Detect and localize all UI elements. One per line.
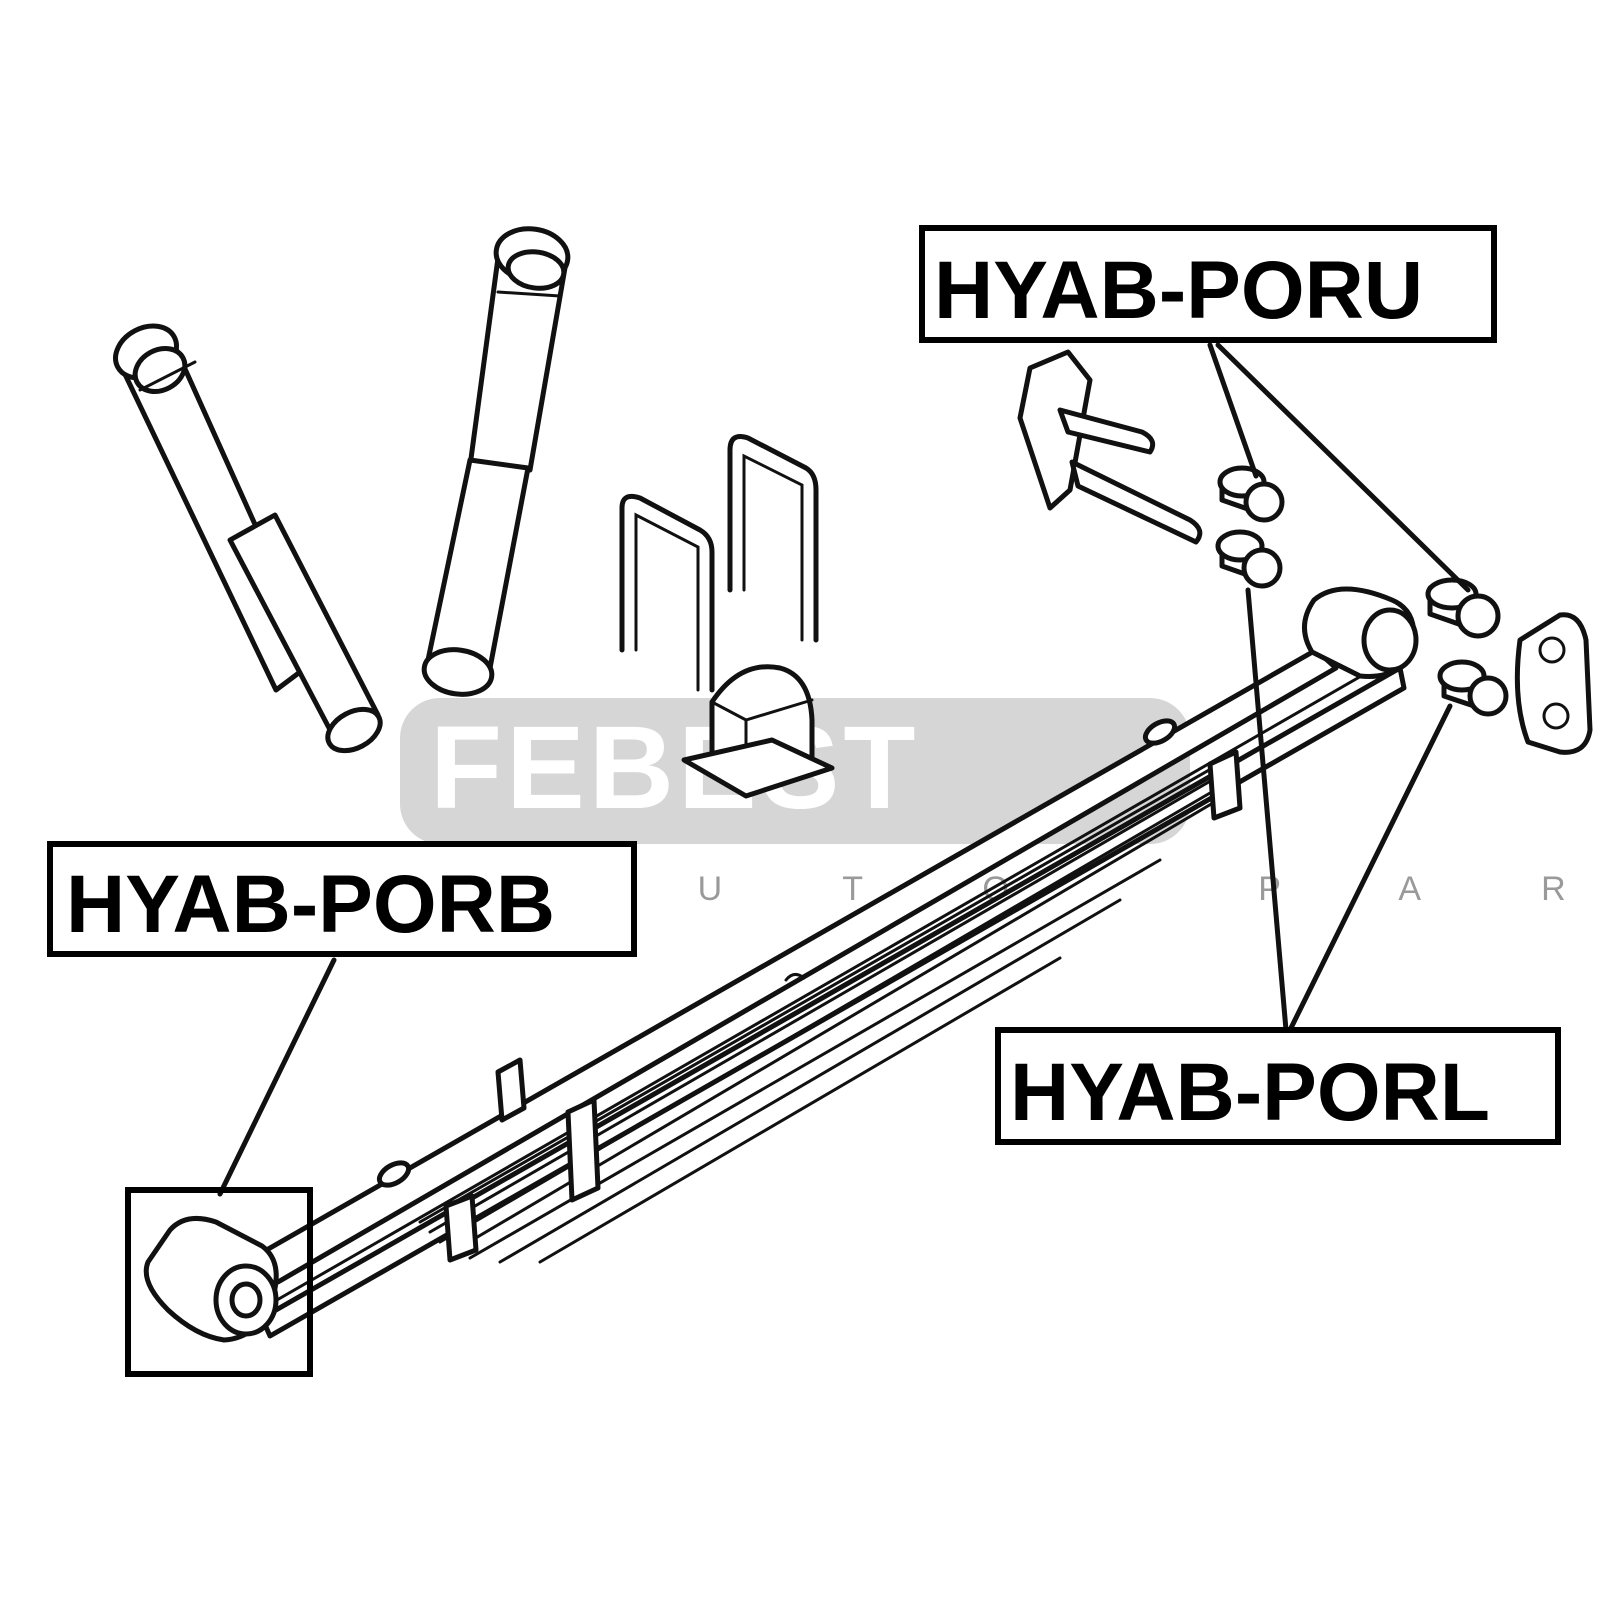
u-bolt-right	[727, 434, 819, 643]
label-hyab-poru: HYAB-PORU	[919, 225, 1497, 343]
label-text-poru: HYAB-PORU	[934, 245, 1423, 336]
u-bolt-left	[619, 493, 715, 693]
label-text-porb: HYAB-PORB	[66, 859, 555, 950]
shackle-plate	[1514, 612, 1593, 755]
watermark-brand: FEBEST	[430, 702, 920, 834]
porb-highlight-box	[125, 1187, 313, 1377]
bushing-right-2	[1437, 659, 1509, 717]
spring-seat-block	[681, 664, 835, 799]
label-hyab-porb: HYAB-PORB	[47, 841, 637, 957]
bushing-upper-2	[1215, 529, 1283, 589]
bushing-right-1	[1425, 577, 1501, 639]
label-hyab-porl: HYAB-PORL	[995, 1027, 1561, 1145]
leader-lines	[217, 342, 1471, 1197]
shackle-bracket	[1017, 349, 1203, 545]
right-shock-absorber	[421, 226, 571, 697]
left-shock-absorber	[113, 323, 383, 754]
label-text-porl: HYAB-PORL	[1010, 1047, 1490, 1138]
leaf-spring	[143, 586, 1419, 1343]
bushing-upper-1	[1217, 465, 1285, 523]
